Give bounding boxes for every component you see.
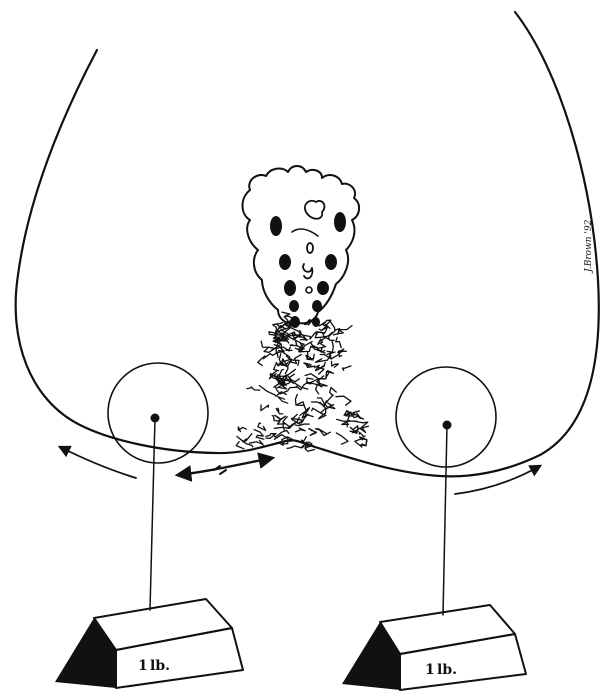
sacral-canal-mark (303, 264, 312, 278)
scar-tissue-strand (236, 442, 244, 449)
left-weight: 1 lb. (55, 599, 243, 688)
scar-tissue-strand (272, 416, 274, 421)
sacral-foramen (289, 300, 299, 312)
scar-tissue-strand (263, 352, 278, 359)
sacral-canal-mark (306, 287, 312, 293)
left-weight-label: lb. (150, 658, 170, 674)
scar-tissue-strand (296, 428, 306, 432)
left-weight-dark-side (55, 618, 116, 688)
scar-tissue-strand (315, 357, 329, 362)
right-weight-front (400, 634, 526, 690)
scar-tissue-strand (238, 427, 246, 432)
scar-tissue-strand (243, 434, 252, 442)
scar-tissue-strand (336, 396, 351, 405)
body-outline-right (290, 12, 599, 476)
scar-tissue-strand (254, 430, 264, 440)
scar-tissue-strand (295, 424, 309, 426)
sacral-foramen (284, 280, 296, 296)
artist-signature: J.Brown '92 (584, 219, 594, 274)
scar-tissue-strand (336, 337, 341, 347)
scar-tissue-strand (290, 345, 297, 346)
sacrum-top-bump (305, 201, 325, 219)
right-weight-dark-side (342, 622, 400, 690)
scar-tissue-strand (329, 405, 335, 409)
scar-tissue-strand (260, 386, 287, 397)
sacral-foramen (334, 212, 346, 232)
scar-tissue-strand (336, 433, 348, 444)
right-cord (443, 425, 447, 615)
scar-tissue-strand (287, 446, 304, 448)
scar-tissue-strand (355, 421, 368, 429)
scar-tissue-strand (335, 326, 352, 331)
scar-tissue-strand (250, 440, 264, 445)
scar-tissue-strand (278, 397, 288, 404)
sacral-canal-mark (307, 243, 313, 253)
body-outline-left (16, 50, 290, 453)
scar-tissue-strand (316, 429, 331, 436)
left-weight-unit-mark: 1 (138, 658, 148, 674)
sacral-foramen (270, 216, 282, 236)
scar-tissue-strand (269, 330, 277, 336)
scar-tissue-strand (329, 322, 335, 339)
scar-tissue-strand (303, 332, 324, 339)
center-double-arrow (178, 458, 272, 475)
sacral-foramen (317, 281, 329, 295)
left-weight-front (116, 628, 243, 688)
right-weight-label: lb. (437, 662, 457, 678)
left-weight-top (94, 599, 232, 650)
scar-tissue-strand (326, 371, 334, 378)
scar-tissue-strand (359, 432, 365, 436)
scar-tissue-strand (332, 361, 339, 367)
scar-tissue-strand (258, 356, 265, 366)
scar-tissue-strand (292, 414, 304, 423)
right-weight: 1 lb. (342, 605, 526, 690)
sacrum-outline (243, 166, 360, 323)
scar-tissue-strand (309, 429, 317, 436)
sacral-foramen (312, 300, 322, 312)
scar-tissue-strand (247, 387, 260, 390)
scar-tissue-strand (261, 405, 269, 411)
left-outward-arrow (60, 447, 136, 478)
sacral-foramen (279, 254, 291, 270)
scar-tissue-strand (342, 366, 351, 371)
scar-tissue-mesh (236, 312, 368, 451)
right-weight-unit-mark: 1 (425, 662, 435, 678)
scar-tissue-strand (276, 408, 283, 414)
sacral-canal-mark (292, 229, 318, 236)
sacral-foramen (325, 254, 337, 270)
scar-tissue-strand (258, 423, 266, 431)
